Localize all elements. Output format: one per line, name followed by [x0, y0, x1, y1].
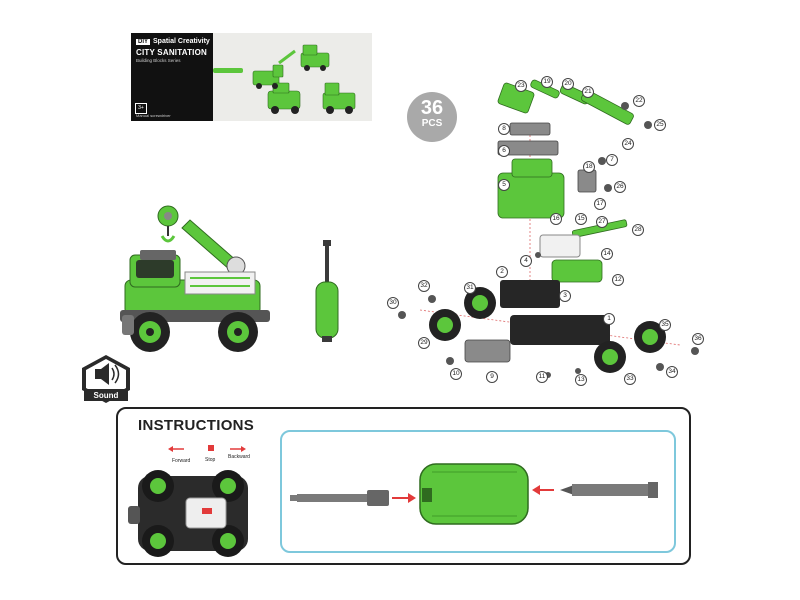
part-number: 13 — [575, 374, 587, 386]
part-number: 18 — [583, 161, 595, 173]
sound-badge: Sound — [79, 354, 133, 404]
piece-count-number: 36 — [420, 97, 444, 119]
package-photo — [213, 33, 372, 121]
part-number: 22 — [633, 95, 645, 107]
speaker-icon — [82, 355, 130, 403]
part-number: 25 — [654, 119, 666, 131]
part-number: 11 — [536, 371, 548, 383]
tool-assembly-panel — [280, 430, 676, 553]
part-number: 2 — [496, 266, 508, 278]
part-number: 5 — [498, 179, 510, 191]
part-number: 12 — [612, 274, 624, 286]
piece-count-badge: 36 PCS — [407, 92, 457, 142]
exploded-parts-diagram — [398, 79, 699, 378]
part-number: 27 — [596, 216, 608, 228]
part-number: 33 — [624, 373, 636, 385]
piece-count-unit: PCS — [421, 118, 443, 129]
part-number: 23 — [515, 80, 527, 92]
assembled-crane-truck — [120, 205, 270, 352]
part-number: 31 — [464, 282, 476, 294]
part-number: 4 — [520, 255, 532, 267]
switch-direction-arrows — [168, 445, 246, 452]
switch-stop-label: Stop — [205, 457, 216, 463]
instructions-heading: INSTRUCTIONS — [138, 417, 255, 434]
switch-backward-label: Backward — [228, 454, 250, 460]
part-number: 16 — [550, 213, 562, 225]
screwdriver-assembly-diagram — [290, 463, 658, 525]
part-number: 1 — [603, 313, 615, 325]
switch-forward-label: Forward — [172, 458, 191, 464]
part-number: 10 — [450, 368, 462, 380]
part-number: 17 — [594, 198, 606, 210]
part-number: 3 — [559, 290, 571, 302]
instructions-panel: INSTRUCTIONS — [116, 407, 691, 565]
part-number: 28 — [632, 224, 644, 236]
screwdriver — [315, 240, 339, 342]
package-title: CITY SANITATION — [136, 48, 207, 57]
package-series: Building Blocks Series — [136, 58, 181, 63]
part-number: 9 — [486, 371, 498, 383]
part-number: 15 — [575, 213, 587, 225]
part-number: 32 — [418, 280, 430, 292]
part-number: 19 — [541, 76, 553, 88]
sound-label: Sound — [93, 391, 119, 400]
package-manual-note: Manual screwdriver — [136, 113, 171, 118]
part-number: 21 — [582, 86, 594, 98]
part-number: 20 — [562, 78, 574, 90]
part-number: 35 — [659, 319, 671, 331]
part-number: 8 — [498, 123, 510, 135]
part-number: 14 — [601, 248, 613, 260]
age-badge: 3+ — [135, 103, 147, 114]
part-number: 24 — [622, 138, 634, 150]
part-number: 6 — [498, 145, 510, 157]
part-number: 26 — [614, 181, 626, 193]
part-number: 7 — [606, 154, 618, 166]
part-number: 34 — [666, 366, 678, 378]
part-number: 36 — [692, 333, 704, 345]
truck-underside-photo — [128, 470, 248, 557]
part-number: 30 — [387, 297, 399, 309]
part-number: 29 — [418, 337, 430, 349]
